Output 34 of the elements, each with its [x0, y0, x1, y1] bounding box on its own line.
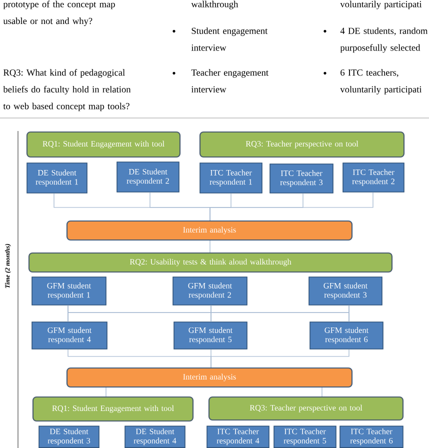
connector: [210, 349, 350, 368]
respondent-box: ITC Teacher respondent 1: [200, 162, 262, 194]
method-text: Student engagement interview: [191, 27, 268, 51]
respondent-box: DE Student respondent 1: [26, 162, 88, 194]
respondent-box: GFM student respondent 2: [172, 276, 248, 306]
respondent-box: GFM student respondent 4: [32, 322, 108, 350]
respondent-box: GFM student respondent 3: [308, 276, 382, 306]
method-text: walkthrough: [191, 0, 238, 10]
respondent-box: DE Student respondent 4: [124, 426, 186, 448]
respondent-box: DE Student respondent 2: [116, 162, 180, 192]
respondent-box: ITC Teacher respondent 2: [342, 162, 404, 192]
research-question-box: RQ1: Student Engagement with tool: [26, 131, 181, 158]
respondent-box: GFM student respondent 6: [310, 322, 384, 350]
connector: [210, 192, 374, 221]
participant-text: 4 DE students, random purposefully selected: [340, 27, 428, 53]
question-text: RQ3: What kind of pedagogical beliefs do faculty hold in relation to web based concept map tools?: [3, 69, 131, 112]
respondent-box: ITC Teacher respondent 5: [274, 426, 336, 448]
respondent-box: ITC Teacher respondent 4: [206, 426, 270, 448]
connector: [210, 305, 350, 322]
respondent-box: GFM student respondent 5: [174, 322, 248, 350]
respondent-box: ITC Teacher respondent 6: [340, 426, 404, 448]
method-text: Teacher engagement interview: [191, 69, 268, 92]
analysis-box: Interim analysis: [66, 220, 353, 241]
analysis-box: Interim analysis: [66, 367, 353, 388]
research-question-box: RQ3: Teacher perspective on tool: [199, 131, 405, 158]
question-text: prototype of the concept map usable or not and why?: [3, 0, 115, 26]
respondent-box: ITC Teacher respondent 3: [270, 164, 334, 194]
research-question-box: RQ3: Teacher perspective on tool: [208, 396, 404, 421]
research-question-box: RQ1: Student Engagement with tool: [32, 396, 194, 422]
research-question-box: RQ2: Usability tests & think aloud walkthrough: [28, 252, 393, 273]
participant-text: 6 ITC teachers, voluntarily participati: [340, 69, 422, 94]
respondent-box: GFM student respondent 1: [32, 276, 106, 306]
respondent-box: DE Student respondent 3: [38, 426, 100, 448]
participant-text: voluntarily participati: [340, 0, 422, 10]
